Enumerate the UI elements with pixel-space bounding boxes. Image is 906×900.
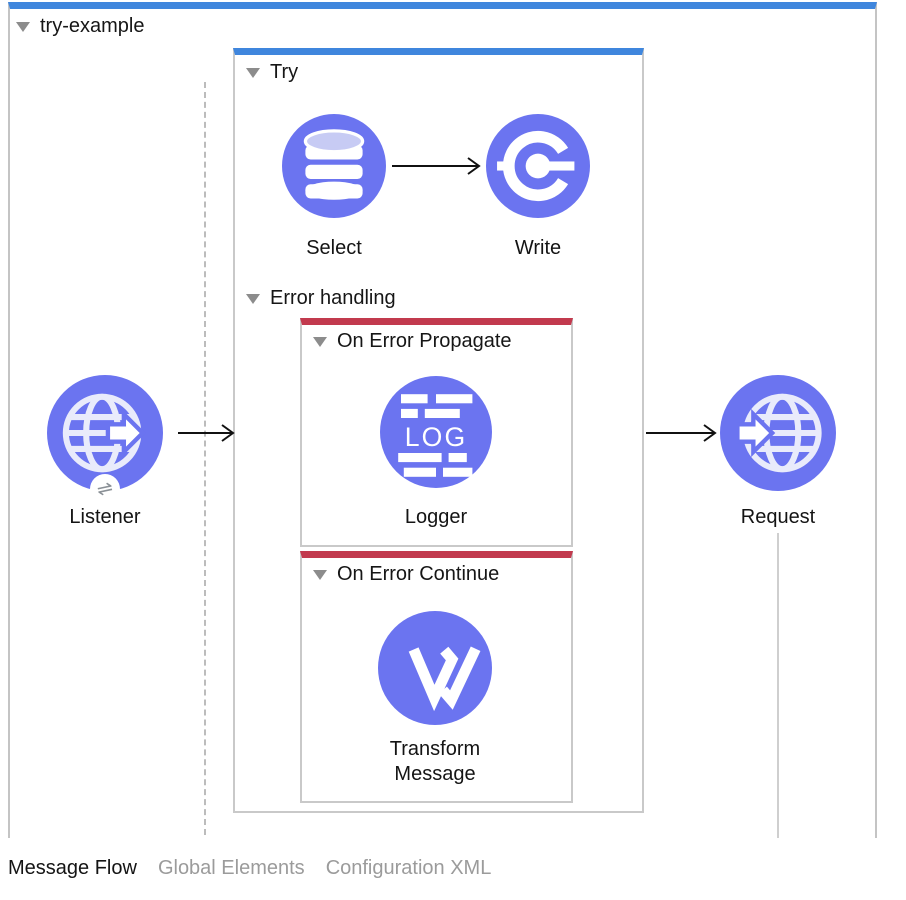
request-connector-line bbox=[777, 533, 779, 838]
flow-header: try-example bbox=[16, 15, 144, 38]
exchange-arrows-icon: ⇌ bbox=[95, 477, 115, 501]
log-lines-icon: LOG bbox=[398, 394, 473, 477]
error-handling-label: Error handling bbox=[270, 287, 396, 309]
select-node[interactable] bbox=[282, 114, 386, 218]
tab-message-flow[interactable]: Message Flow bbox=[8, 857, 137, 879]
try-scope-label: Try bbox=[270, 61, 299, 83]
logger-label: Logger bbox=[404, 506, 468, 528]
error-handling-header: Error handling bbox=[246, 287, 396, 310]
flow-arrow bbox=[178, 424, 235, 442]
request-label: Request bbox=[740, 506, 816, 528]
dataweave-icon bbox=[408, 646, 481, 712]
on-error-continue-header: On Error Continue bbox=[313, 563, 499, 586]
listener-node[interactable] bbox=[47, 375, 163, 491]
connector-operation-icon bbox=[497, 130, 575, 202]
request-node[interactable] bbox=[720, 375, 836, 491]
collapse-triangle-icon[interactable] bbox=[246, 67, 260, 78]
collapse-triangle-icon[interactable] bbox=[246, 293, 260, 304]
listener-exchange-badge[interactable]: ⇌ bbox=[90, 474, 120, 504]
flow-arrow bbox=[392, 157, 481, 175]
tab-configuration-xml[interactable]: Configuration XML bbox=[325, 857, 492, 879]
globe-arrow-in-icon bbox=[735, 393, 822, 473]
on-error-propagate-label: On Error Propagate bbox=[337, 330, 512, 352]
transform-message-node[interactable] bbox=[378, 611, 492, 725]
editor-tabs: Message Flow Global Elements Configurati… bbox=[8, 857, 491, 880]
select-label: Select bbox=[306, 237, 362, 259]
write-label: Write bbox=[514, 237, 562, 259]
write-node[interactable] bbox=[486, 114, 590, 218]
database-icon bbox=[303, 129, 365, 200]
try-scope-header: Try bbox=[246, 61, 298, 84]
collapse-triangle-icon[interactable] bbox=[16, 21, 30, 32]
on-error-continue-label: On Error Continue bbox=[337, 563, 500, 585]
tab-global-elements[interactable]: Global Elements bbox=[157, 857, 305, 879]
listener-label: Listener bbox=[69, 506, 141, 528]
flow-title: try-example bbox=[40, 15, 145, 37]
globe-arrow-out-icon bbox=[62, 393, 146, 473]
logger-node[interactable]: LOG bbox=[380, 376, 492, 488]
flow-container-try-example[interactable] bbox=[8, 2, 877, 838]
transform-message-label: Transform Message bbox=[389, 738, 481, 785]
flow-arrow bbox=[646, 424, 717, 442]
logger-icon-text: LOG bbox=[405, 422, 467, 452]
collapse-triangle-icon[interactable] bbox=[313, 569, 327, 580]
source-separator-dashed-line bbox=[204, 82, 206, 835]
collapse-triangle-icon[interactable] bbox=[313, 336, 327, 347]
on-error-propagate-header: On Error Propagate bbox=[313, 330, 512, 353]
